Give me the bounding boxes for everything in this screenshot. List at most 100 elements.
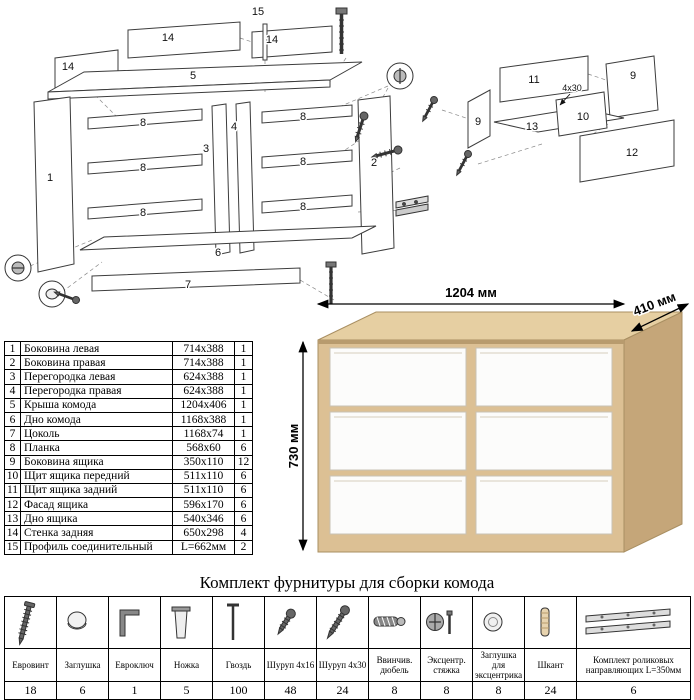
hardware-label: Евроключ [108, 648, 161, 682]
part-qty: 1 [234, 383, 253, 399]
hardware-icon-cell [524, 596, 577, 649]
part-qty: 12 [234, 454, 253, 470]
hardware-label: Евровинт [4, 648, 57, 682]
part-qty: 6 [234, 482, 253, 499]
part-name: Профиль соединительный [20, 539, 173, 555]
width-dimension-label: 1204 мм [445, 285, 497, 300]
drawer-side-right [605, 55, 659, 119]
hardware-label: Шкант [524, 648, 577, 682]
screw-in-dowel-icon [373, 616, 406, 626]
callout-8: 8 [300, 201, 306, 213]
drawer-slide-icon [395, 195, 429, 217]
bottom-panel [79, 225, 377, 251]
hardware-icon-cell [56, 596, 109, 649]
part-name: Перегородка правая [20, 383, 173, 399]
dresser-side-face [623, 311, 683, 553]
exploded-view-carcass: 15 14 14 14 5 1 3 4 8 8 8 8 8 8 2 6 7 [4, 5, 429, 308]
hardware-icon-cell [4, 596, 57, 649]
part-qty: 1 [234, 426, 253, 442]
callout-8: 8 [140, 117, 146, 129]
part-size: 511x110 [172, 468, 235, 484]
bolt-icon [335, 7, 348, 54]
hardware-icon-cell [472, 596, 525, 649]
hardware-icon-cell [212, 596, 265, 649]
part-qty: 1 [234, 369, 253, 385]
part-name: Боковина правая [20, 355, 173, 371]
part-qty: 4 [234, 525, 253, 541]
part-name: Планка [20, 440, 173, 456]
connecting-profile [262, 23, 268, 61]
part-number: 10 [4, 468, 21, 484]
drawer-front [329, 347, 467, 407]
callout-14: 14 [266, 34, 278, 46]
hardware-label: Комплект роликовых направляющих L=350мм [576, 648, 691, 682]
drawer-grooves [334, 352, 608, 482]
part-size: 650x298 [172, 525, 235, 541]
part-size: 596x170 [172, 497, 235, 513]
top-edge-shadow [318, 340, 624, 344]
part-number: 3 [4, 369, 21, 385]
hardware-qty: 24 [316, 681, 369, 700]
part-size: 624x388 [172, 383, 235, 399]
part-number: 2 [4, 355, 21, 371]
dresser-top-face [317, 311, 683, 341]
hardware-qty: 8 [368, 681, 421, 700]
part-name: Фасад ящика [20, 497, 173, 513]
drawer-fronts [329, 347, 613, 535]
callout-14: 14 [162, 32, 174, 44]
drawer-back [499, 55, 589, 103]
callout-12: 12 [626, 147, 638, 159]
callout-2: 2 [371, 157, 377, 169]
part-name: Перегородка левая [20, 369, 173, 385]
callout-5: 5 [190, 70, 196, 82]
callout-8: 8 [300, 156, 306, 168]
hardware-label: Ножка [160, 648, 213, 682]
part-qty: 2 [234, 539, 253, 555]
screw-icon [53, 291, 80, 304]
hardware-icon-cell [316, 596, 369, 649]
hardware-qty: 18 [4, 681, 57, 700]
hardware-qty: 6 [56, 681, 109, 700]
part-size: 511x110 [172, 482, 235, 499]
callout-3: 3 [203, 143, 209, 155]
callout-6: 6 [215, 247, 221, 259]
callout-9: 9 [630, 70, 636, 82]
part-number: 12 [4, 497, 21, 513]
screw-icon [354, 111, 369, 143]
callout-8: 8 [300, 111, 306, 123]
callout-10: 10 [577, 111, 589, 123]
top-panel [47, 61, 363, 100]
part-size: 1204x406 [172, 397, 235, 413]
cam-detail-icon [4, 254, 32, 282]
screw-icon [370, 145, 403, 159]
part-number: 14 [4, 525, 21, 541]
euro-screw-icon [18, 600, 36, 646]
exploded-view-drawer: 11 4x30 9 9 13 10 12 [422, 55, 675, 183]
cam-cap-icon [483, 612, 503, 631]
part-number: 15 [4, 539, 21, 555]
part-size: 714x388 [172, 340, 235, 357]
hardware-icon-cell [420, 596, 473, 649]
roller-slides-icon [585, 607, 671, 635]
hardware-icons-row [4, 596, 691, 649]
drawer-front [329, 411, 467, 471]
part-name: Боковина ящика [20, 454, 173, 470]
plinth-panel [91, 267, 301, 292]
screw-icon [422, 96, 438, 123]
side-panel-right [357, 95, 395, 255]
hardware-qty: 1 [108, 681, 161, 700]
drawer-fasad [579, 119, 675, 183]
hardware-kit-title: Комплект фурнитуры для сборки комода [199, 573, 495, 592]
hardware-label: Гвоздь [212, 648, 265, 682]
screw-4x30-icon [326, 604, 350, 640]
side-panel-left [33, 96, 75, 273]
hardware-icon-cell [264, 596, 317, 649]
